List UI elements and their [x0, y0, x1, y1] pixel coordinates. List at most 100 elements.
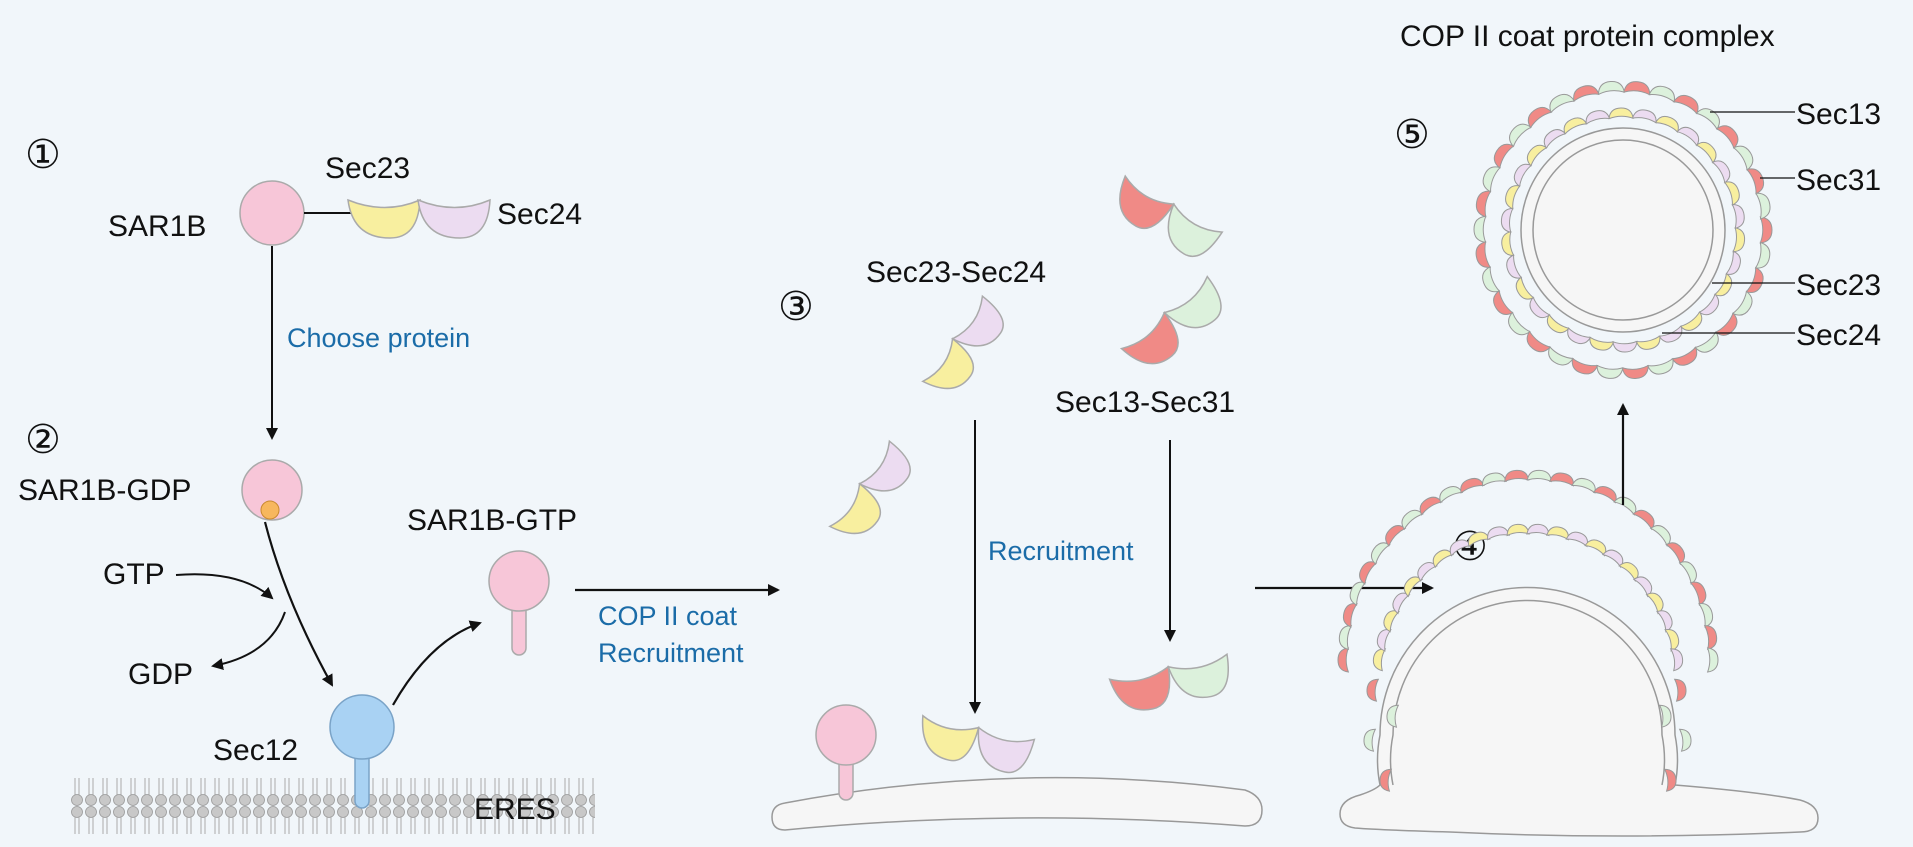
sec24-subunit [1585, 110, 1611, 125]
sec13-subunit [1678, 561, 1697, 585]
sec13-subunit [1386, 704, 1400, 728]
gdp-molecule-icon [260, 500, 280, 520]
sec23-sec24-pair-lower [828, 439, 911, 535]
sec23-sec24-bound [921, 714, 1036, 774]
sec13-subunit [1482, 472, 1507, 487]
panel-4: ④ [1337, 403, 1819, 837]
budding-coat-layer [1337, 469, 1719, 792]
sec31-subunit [1493, 143, 1515, 169]
label-copii-complex-title: COP II coat protein complex [1400, 20, 1775, 53]
sec13-subunit [1338, 625, 1353, 651]
sec31-subunit [1504, 469, 1530, 483]
sec24-subunit [1601, 549, 1624, 569]
sec23-subunit [1679, 310, 1703, 331]
sec23-subunit [1515, 276, 1535, 300]
sar1b-protein [239, 180, 305, 246]
sec23-subunit [1608, 107, 1634, 120]
sec31-subunit [1672, 94, 1699, 115]
sec13-subunit [1754, 241, 1771, 269]
sec13-subunit [1548, 345, 1574, 366]
sec24-subunit [1526, 523, 1550, 537]
sec13-subunit [1526, 469, 1552, 483]
label-sar1b: SAR1B [108, 210, 206, 243]
sec24-subunit [1567, 327, 1592, 345]
sec24-subunit [1725, 250, 1741, 275]
sec23-subunit [1467, 531, 1491, 548]
sec13-subunit [1695, 108, 1720, 131]
step-2-marker: ② [25, 417, 61, 463]
label-sec23-sec24: Sec23-Sec24 [866, 256, 1046, 289]
arrow-gtp-in [175, 573, 274, 600]
label-recruitment-mid: Recruitment [988, 536, 1134, 566]
sec24-subunit [1449, 539, 1472, 557]
sec13-subunit [1706, 647, 1719, 673]
vesicle-inner-membrane [1532, 139, 1714, 321]
sec13-subunit [1473, 215, 1487, 243]
sec13-subunit [1698, 603, 1714, 628]
sec13-subunit [1349, 581, 1367, 606]
sec31-subunit [1621, 364, 1649, 379]
sec31-subunit [1714, 312, 1738, 336]
sec31-subunit [1759, 216, 1773, 244]
sec23-subunit [1645, 592, 1664, 615]
sec24-subunit [1543, 129, 1567, 150]
sec23-subunit [1589, 336, 1615, 351]
sec13-subunit [1549, 93, 1576, 114]
label-legend-sec24: Sec24 [1796, 319, 1881, 352]
sec31-subunit [1671, 346, 1698, 366]
label-sec12: Sec12 [213, 734, 298, 767]
sec31-subunit [1366, 678, 1380, 702]
sec13-subunit [1649, 525, 1671, 547]
sec31-subunit [1342, 603, 1358, 628]
sec13-subunit [1732, 145, 1754, 171]
label-sec13-sec31: Sec13-Sec31 [1055, 386, 1235, 419]
arrow-gdp-out [211, 611, 286, 670]
sec12-protein [329, 694, 395, 760]
sec31-subunit [1745, 266, 1764, 293]
label-sec23: Sec23 [325, 152, 410, 185]
sec23-subunit [1732, 227, 1746, 253]
sec24-subunit [1513, 163, 1533, 188]
sec31-subunit [1460, 477, 1485, 494]
sec31-subunit [1592, 486, 1617, 504]
sec13-subunit [1755, 192, 1771, 220]
sec13-subunit [1370, 542, 1391, 566]
sec13-subunit [1482, 266, 1501, 293]
sec13-subunit [1482, 166, 1501, 193]
eres-membrane: Sec12 ERES [70, 620, 595, 837]
label-legend-sec13: Sec13 [1796, 98, 1881, 131]
sec31-subunit [1623, 81, 1651, 96]
label-legend-sec23: Sec23 [1796, 269, 1881, 302]
panel-1: ① SAR1B Sec23 Sec24 Choose protein [25, 132, 582, 440]
sec31-subunit [1549, 472, 1574, 487]
sec23-subunit [1713, 272, 1733, 297]
sec31-subunit [1632, 509, 1655, 531]
sec13-subunit [1731, 290, 1753, 316]
sec24-subunit [1632, 576, 1653, 598]
sec31-subunit [1703, 625, 1718, 651]
sec13-subunit [1571, 477, 1596, 494]
budding-inner-membrane [1389, 599, 1666, 786]
label-choose-protein: Choose protein [287, 323, 470, 353]
arrow-gdp-to-sec12 [263, 521, 333, 687]
sec13-subunit [1647, 357, 1674, 375]
sar1b-gtp-bound [815, 704, 877, 766]
sar1b-gtp-protein [488, 550, 550, 612]
sar1b-gdp-protein [241, 459, 303, 521]
sec13-subunit [1596, 364, 1624, 379]
sec24-subunit [1500, 207, 1514, 233]
sec31-subunit [1359, 561, 1378, 585]
sec31-subunit [1385, 525, 1407, 547]
sec31-subunit [1689, 581, 1707, 606]
step-1-marker: ① [25, 132, 61, 178]
panel-3: ③ Sec23-Sec24 Sec13-Sec31 Recruitment [771, 174, 1263, 831]
sec24-subunit [1711, 160, 1731, 184]
sec13-subunit [1363, 728, 1377, 752]
step-3-marker: ③ [778, 284, 814, 330]
sec23-subunit [1501, 231, 1515, 257]
sec13-sec31-recruited [1108, 652, 1229, 711]
sec24-subunit [1417, 561, 1438, 582]
sec23-subunit [1723, 181, 1740, 206]
